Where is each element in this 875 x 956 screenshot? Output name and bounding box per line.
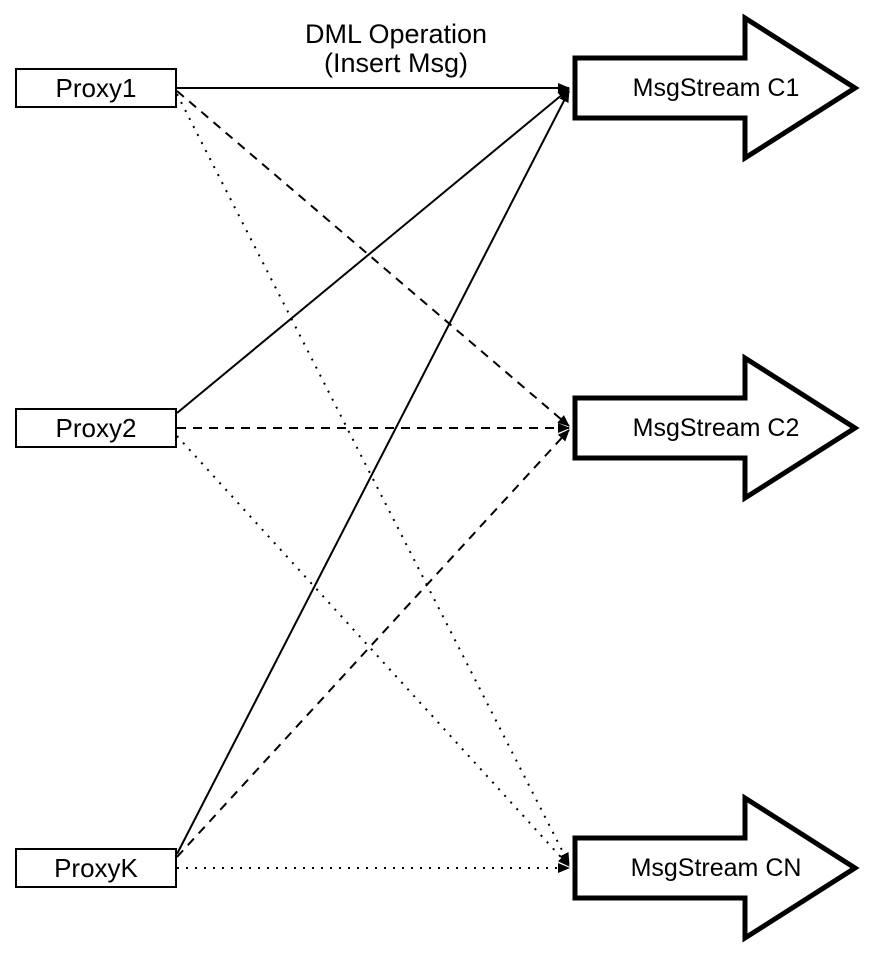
edge-proxy1-msgstream-cn xyxy=(176,93,570,865)
proxy2-label: Proxy2 xyxy=(55,413,137,443)
proxy2-node: Proxy2 xyxy=(15,408,177,448)
msgstream-cn-arrow-shape xyxy=(572,793,860,943)
diagram-title-line-1: DML Operation xyxy=(304,19,488,49)
proxy1-node: Proxy1 xyxy=(15,68,177,108)
edge-proxy2-msgstream-c1 xyxy=(176,88,570,414)
edge-proxyk-msgstream-c1 xyxy=(176,90,570,855)
proxyk-node: ProxyK xyxy=(15,848,177,888)
edge-proxyk-msgstream-c2 xyxy=(176,429,570,858)
proxy1-label: Proxy1 xyxy=(55,73,137,103)
diagram-title-line-2: (Insert Msg) xyxy=(323,48,469,78)
msgstream-c2-arrow-shape xyxy=(572,353,860,503)
msgstream-c1-arrow-shape xyxy=(572,13,860,163)
edge-proxy2-msgstream-cn xyxy=(176,435,570,867)
edge-proxy1-msgstream-c2 xyxy=(176,90,570,427)
diagram-title: DML Operation (Insert Msg) xyxy=(246,20,546,78)
proxyk-label: ProxyK xyxy=(54,853,138,883)
